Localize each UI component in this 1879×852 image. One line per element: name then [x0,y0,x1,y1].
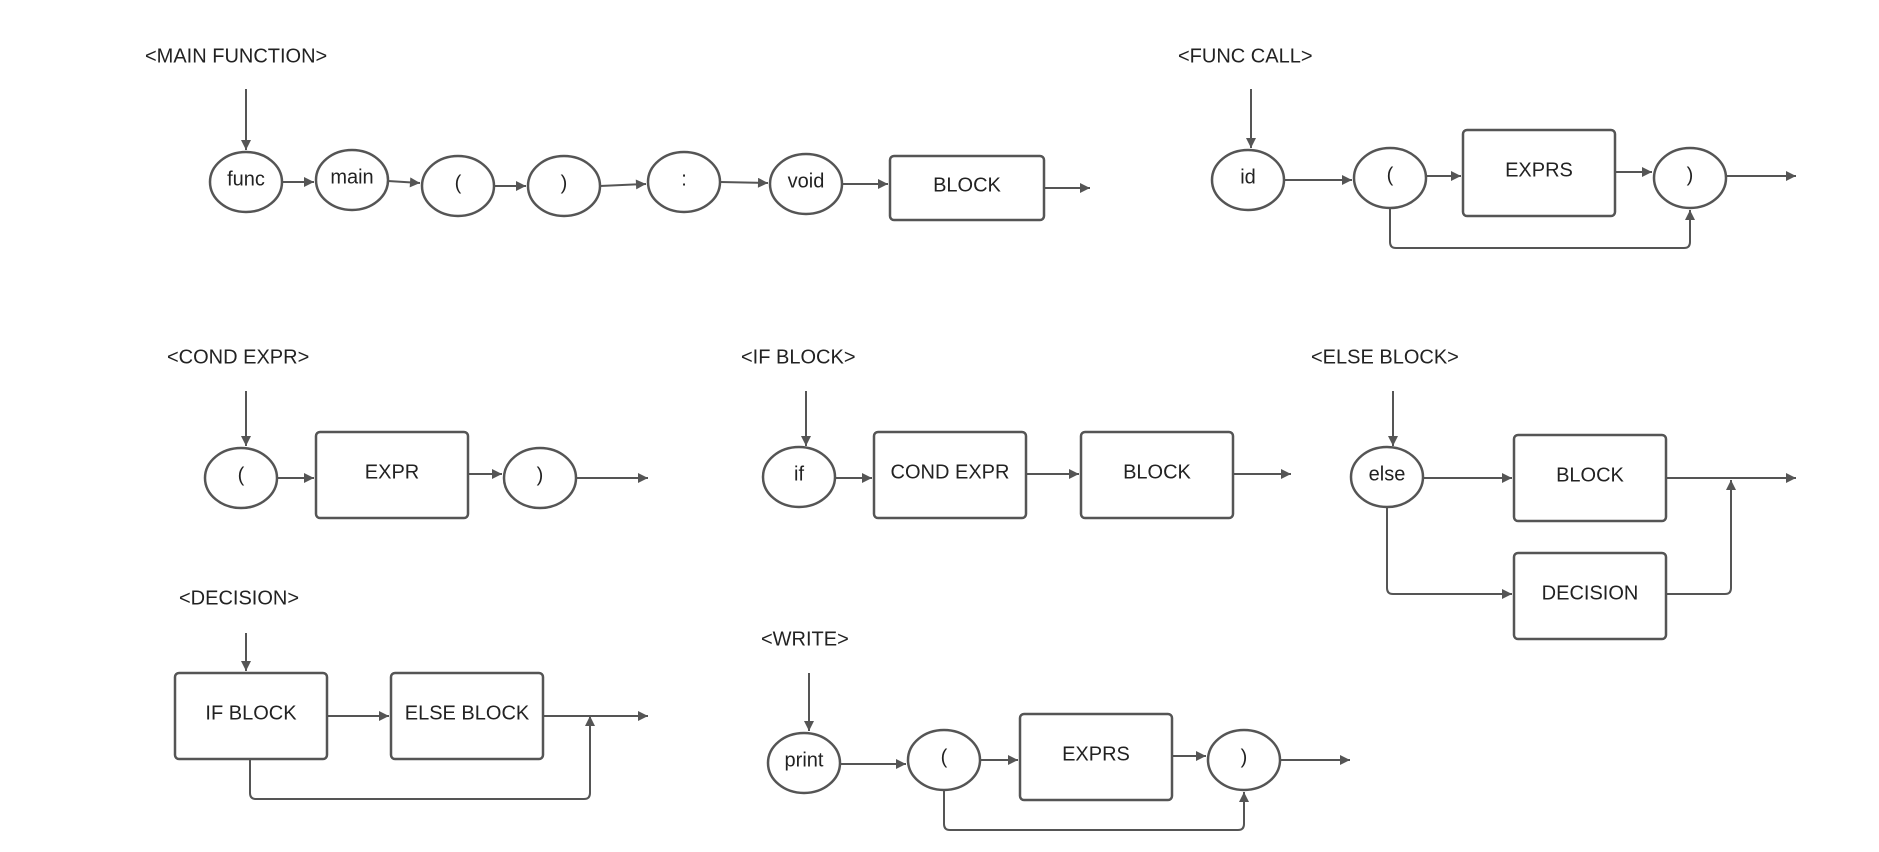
decision-node-ifblock: IF BLOCK [173,671,329,761]
terminal-ellipse [526,154,602,218]
node-label: IF BLOCK [205,702,297,724]
decision-bypass-path [249,716,595,800]
else-block-node-else: else [1349,445,1425,509]
if-block-node-block: BLOCK [1079,430,1235,520]
else-block-branch-path [1386,507,1512,599]
terminal-ellipse [1352,146,1428,210]
node-label: BLOCK [1123,461,1191,483]
main-function-node-func: func [208,150,284,214]
titles-layer: <MAIN FUNCTION> <FUNC CALL> <COND EXPR> <IF… [145,45,1459,650]
main-function-node-main: main [314,148,390,212]
node-label: ) [1241,746,1248,768]
terminal-ellipse [1206,728,1282,792]
nonterminal-box [1512,433,1668,523]
nonterminal-box [173,671,329,761]
nonterminal-box [1461,128,1617,218]
if-block-node-if: if [761,445,837,509]
write-node-lp: ( [906,728,982,792]
else-block-title: <ELSE BLOCK> [1311,346,1459,368]
node-label: COND EXPR [891,461,1010,483]
terminal-ellipse [203,446,279,510]
node-label: else [1369,463,1406,485]
node-label: ( [455,172,462,194]
main-function-node-void: void [768,152,844,216]
main-function-node-lp: ( [420,154,496,218]
else-block-node-decision: DECISION [1512,551,1668,641]
main-function-arrow [719,177,769,188]
main-function-arrow [599,179,647,190]
write-node-print: print [766,731,842,795]
nonterminal-box [1512,551,1668,641]
terminal-ellipse [906,728,982,792]
node-label: ) [561,172,568,194]
main-function-node-rp: ) [526,154,602,218]
else-block-join-path [1666,480,1736,595]
write-node-rp: ) [1206,728,1282,792]
func-call-node-exprs: EXPRS [1461,128,1617,218]
terminal-ellipse [502,446,578,510]
write-loop-path [943,790,1249,831]
nonterminal-box [1018,712,1174,802]
terminal-ellipse [766,731,842,795]
node-label: print [785,749,824,771]
else-block-node-block: BLOCK [1512,433,1668,523]
cond-expr-title: <COND EXPR> [167,346,309,368]
cond-expr-node-expr: EXPR [314,430,470,520]
nonterminal-box [872,430,1028,520]
node-label: ( [1387,164,1394,186]
node-label: void [788,170,825,192]
terminal-ellipse [1210,148,1286,212]
node-label: if [794,463,804,485]
node-label: id [1240,166,1256,188]
main-function-node-block: BLOCK [888,154,1046,222]
node-label: main [330,166,373,188]
nonterminal-box [389,671,545,761]
nonterminal-box [888,154,1046,222]
node-label: EXPRS [1062,743,1130,765]
node-label: BLOCK [1556,464,1624,486]
func-call-node-rp: ) [1652,146,1728,210]
node-label: ) [537,464,544,486]
terminal-ellipse [646,150,722,214]
func-call-node-id: id [1210,148,1286,212]
func-call-node-lp: ( [1352,146,1428,210]
node-label: func [227,168,265,190]
cond-expr-node-lp: ( [203,446,279,510]
nonterminal-box [314,430,470,520]
cond-expr-node-rp: ) [502,446,578,510]
node-label: EXPRS [1505,159,1573,181]
node-label: DECISION [1542,582,1639,604]
main-function-node-colon: : [646,150,722,214]
node-label: ) [1687,164,1694,186]
decision-node-elseblock: ELSE BLOCK [389,671,545,761]
node-label: ( [941,746,948,768]
terminal-ellipse [208,150,284,214]
terminal-ellipse [761,445,837,509]
terminal-ellipse [314,148,390,212]
node-label: BLOCK [933,174,1001,196]
write-node-exprs: EXPRS [1018,712,1174,802]
nonterminal-box [1079,430,1235,520]
main-function-title: <MAIN FUNCTION> [145,45,327,67]
func-call-loop-path [1389,208,1695,249]
if-block-title: <IF BLOCK> [741,346,856,368]
terminal-ellipse [768,152,844,216]
write-title: <WRITE> [761,628,849,650]
node-label: ELSE BLOCK [405,702,530,724]
decision-title: <DECISION> [179,587,299,609]
if-block-node-cond: COND EXPR [872,430,1028,520]
main-function-arrow [387,177,421,188]
node-label: ( [238,464,245,486]
connections-layer [241,89,1796,831]
node-label: EXPR [365,461,419,483]
terminal-ellipse [1652,146,1728,210]
node-label: : [681,168,687,190]
func-call-title: <FUNC CALL> [1178,45,1313,67]
terminal-ellipse [420,154,496,218]
terminal-ellipse [1349,445,1425,509]
